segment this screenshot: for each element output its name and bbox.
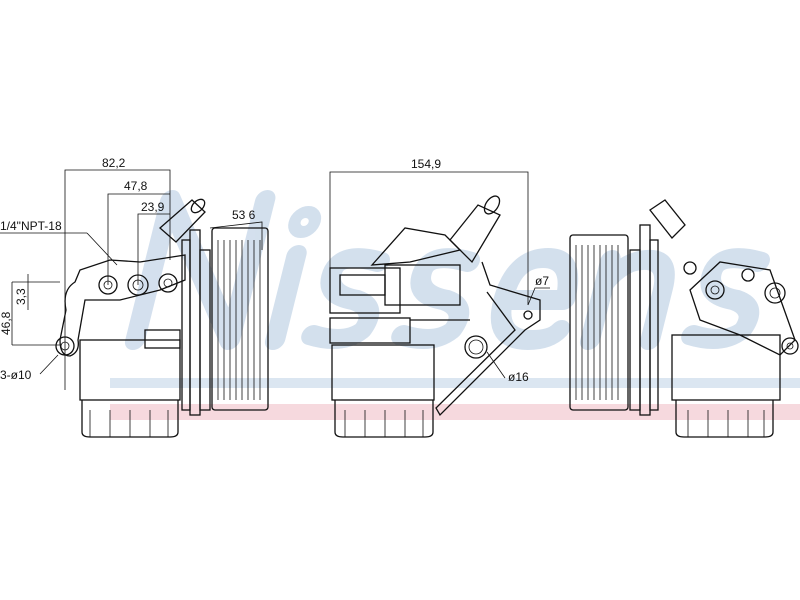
holes-label: 3-ø10 [0,368,32,382]
dim-23-9: 23,9 [141,200,165,214]
watermark-band [110,404,800,420]
dim-46-8: 46,8 [0,311,13,335]
dim-82-2: 82,2 [102,156,126,170]
rear-view [569,199,799,438]
dim-154-9: 154,9 [411,157,441,171]
watermark-band-blue [110,378,800,388]
hole-7-label: ø7 [535,274,549,288]
dim-3-3: 3,3 [14,288,28,305]
left-view [0,169,269,438]
hole-16-label: ø16 [508,370,529,384]
dim-47-8: 47,8 [124,179,148,193]
dim-53-6: 53 6 [232,208,256,222]
thread-label: 1/4"NPT-18 [0,219,62,233]
front-view [329,171,550,438]
